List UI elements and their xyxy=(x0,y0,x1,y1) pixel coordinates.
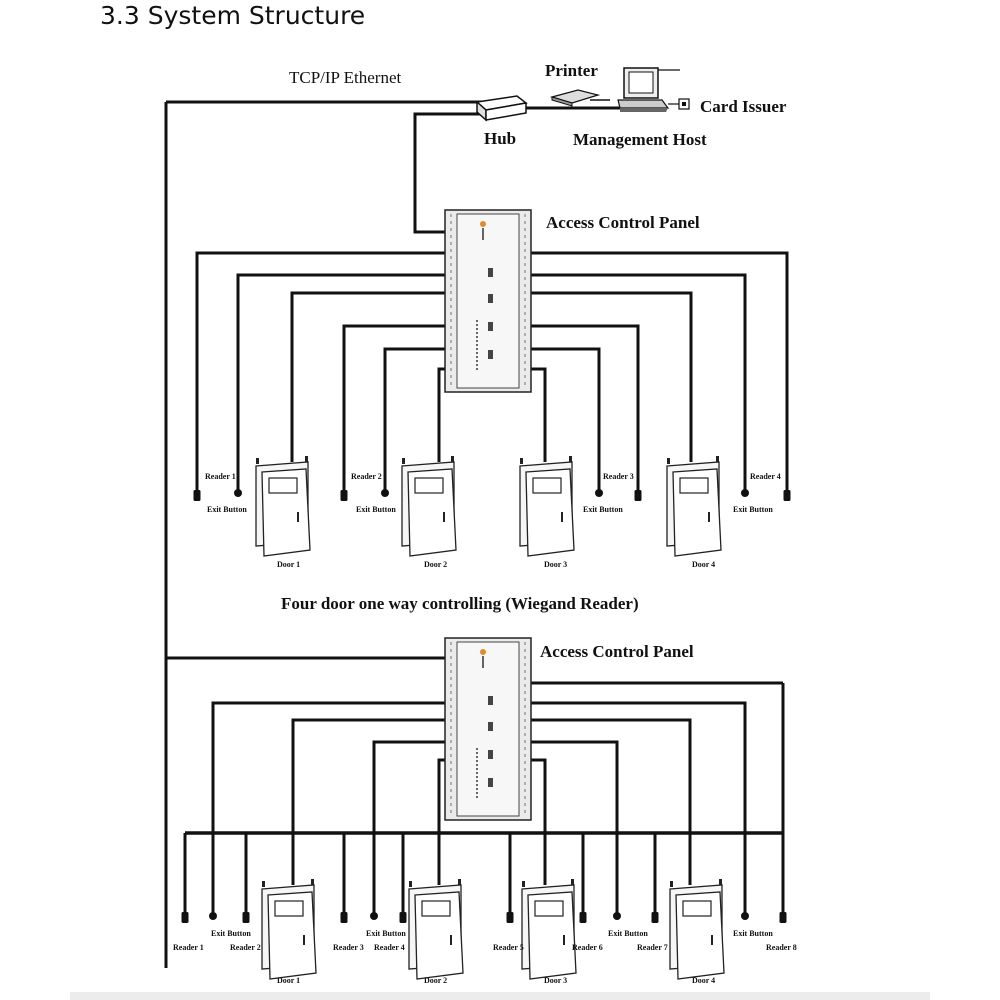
door-label: Door 1 xyxy=(277,976,300,985)
reader-terminal-bottom-4 xyxy=(399,912,407,923)
door-label: Door 1 xyxy=(277,560,300,569)
reader-terminal-bottom-3 xyxy=(340,912,348,923)
exit-button-terminal-bottom-2 xyxy=(370,912,378,920)
reader-label: Reader 1 xyxy=(173,943,204,952)
panel-bottom-label: Access Control Panel xyxy=(540,642,694,661)
door-icon-bottom-4 xyxy=(669,878,725,980)
page-title: 3.3 System Structure xyxy=(100,1,366,30)
exit-button-terminal-bottom-1 xyxy=(209,912,217,920)
reader-label: Reader 2 xyxy=(230,943,261,952)
management-host-label: Management Host xyxy=(573,130,707,149)
exit-button-label: Exit Button xyxy=(356,505,396,514)
reader-terminal-bottom-6 xyxy=(579,912,587,923)
computer-icon xyxy=(617,67,680,112)
printer-icon xyxy=(549,89,601,107)
door-icon-top-4 xyxy=(666,455,722,557)
reader-label: Reader 3 xyxy=(603,472,634,481)
exit-button-label: Exit Button xyxy=(608,929,648,938)
card-issuer-label: Card Issuer xyxy=(700,97,787,116)
reader-label: Reader 4 xyxy=(374,943,405,952)
door-label: Door 2 xyxy=(424,560,447,569)
door-icon-top-1 xyxy=(255,455,311,557)
reader-label: Reader 7 xyxy=(637,943,668,952)
reader-label: Reader 1 xyxy=(205,472,236,481)
door-label: Door 4 xyxy=(692,560,715,569)
reader-label: Reader 2 xyxy=(351,472,382,481)
door-label: Door 2 xyxy=(424,976,447,985)
ethernet-backbone xyxy=(164,99,622,968)
door-label: Door 3 xyxy=(544,976,567,985)
top-panel-wiring xyxy=(195,251,789,492)
reader-label: Reader 3 xyxy=(333,943,364,952)
exit-button-label: Exit Button xyxy=(583,505,623,514)
hub-icon xyxy=(475,95,528,122)
printer-label: Printer xyxy=(545,61,598,80)
access-control-panel-bottom xyxy=(444,637,532,821)
panel-top-label: Access Control Panel xyxy=(546,213,700,232)
exit-button-label: Exit Button xyxy=(733,505,773,514)
reader-terminal-bottom-5 xyxy=(506,912,514,923)
exit-button-label: Exit Button xyxy=(211,929,251,938)
door-icon-bottom-3 xyxy=(521,878,577,980)
reader-terminal-top-2 xyxy=(340,490,348,501)
reader-terminal-bottom-2 xyxy=(242,912,250,923)
configuration-caption: Four door one way controlling (Wiegand R… xyxy=(281,594,639,613)
door-label: Door 3 xyxy=(544,560,567,569)
reader-terminal-bottom-1 xyxy=(181,912,189,923)
reader-terminal-bottom-7 xyxy=(651,912,659,923)
reader-label: Reader 8 xyxy=(766,943,797,952)
access-control-panel-top xyxy=(444,209,532,393)
page-bottom-divider xyxy=(70,992,930,1000)
door-label: Door 4 xyxy=(692,976,715,985)
door-icon-bottom-2 xyxy=(408,878,464,980)
exit-button-terminal-top-1 xyxy=(234,489,242,497)
reader-label: Reader 6 xyxy=(572,943,603,952)
door-icon-top-2 xyxy=(401,455,457,557)
ethernet-label: TCP/IP Ethernet xyxy=(289,68,401,87)
reader-label: Reader 4 xyxy=(750,472,781,481)
reader-terminal-top-3 xyxy=(634,490,642,501)
exit-button-terminal-bottom-3 xyxy=(613,912,621,920)
door-icon-bottom-1 xyxy=(261,878,317,980)
reader-label: Reader 5 xyxy=(493,943,524,952)
door-icon-top-3 xyxy=(519,455,575,557)
exit-button-terminal-top-4 xyxy=(741,489,749,497)
card-issuer-icon xyxy=(668,98,690,110)
exit-button-label: Exit Button xyxy=(733,929,773,938)
exit-button-terminal-top-3 xyxy=(595,489,603,497)
exit-button-terminal-bottom-4 xyxy=(741,912,749,920)
exit-button-label: Exit Button xyxy=(207,505,247,514)
exit-button-label: Exit Button xyxy=(366,929,406,938)
reader-terminal-top-1 xyxy=(193,490,201,501)
reader-terminal-top-4 xyxy=(783,490,791,501)
bottom-panel-wiring xyxy=(183,681,785,916)
exit-button-terminal-top-2 xyxy=(381,489,389,497)
hub-label: Hub xyxy=(484,129,516,148)
reader-terminal-bottom-8 xyxy=(779,912,787,923)
